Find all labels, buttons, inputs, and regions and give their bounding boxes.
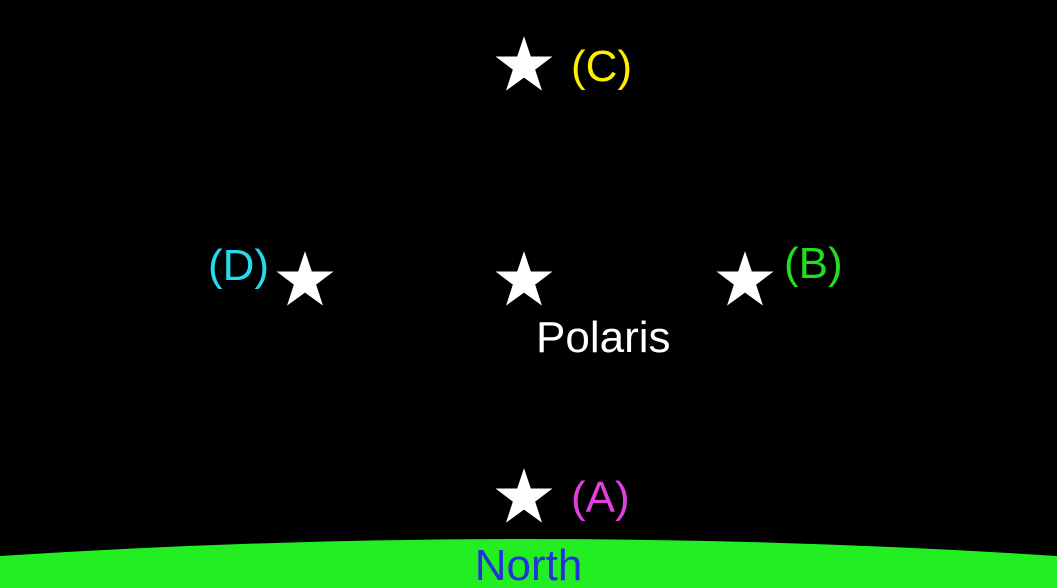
star-d-label: (D) <box>208 241 270 290</box>
star-c-icon <box>493 33 555 95</box>
star-d-icon <box>274 248 336 310</box>
star-c-label: (C) <box>571 42 633 91</box>
polaris-label: Polaris <box>536 313 671 362</box>
star-b-label: (B) <box>784 239 843 288</box>
star-a-icon <box>493 465 555 527</box>
polaris-star-icon <box>493 248 555 310</box>
ground-shape <box>0 539 1057 588</box>
north-label: North <box>474 541 583 588</box>
star-a-label: (A) <box>571 473 630 522</box>
star-b-icon <box>714 248 776 310</box>
